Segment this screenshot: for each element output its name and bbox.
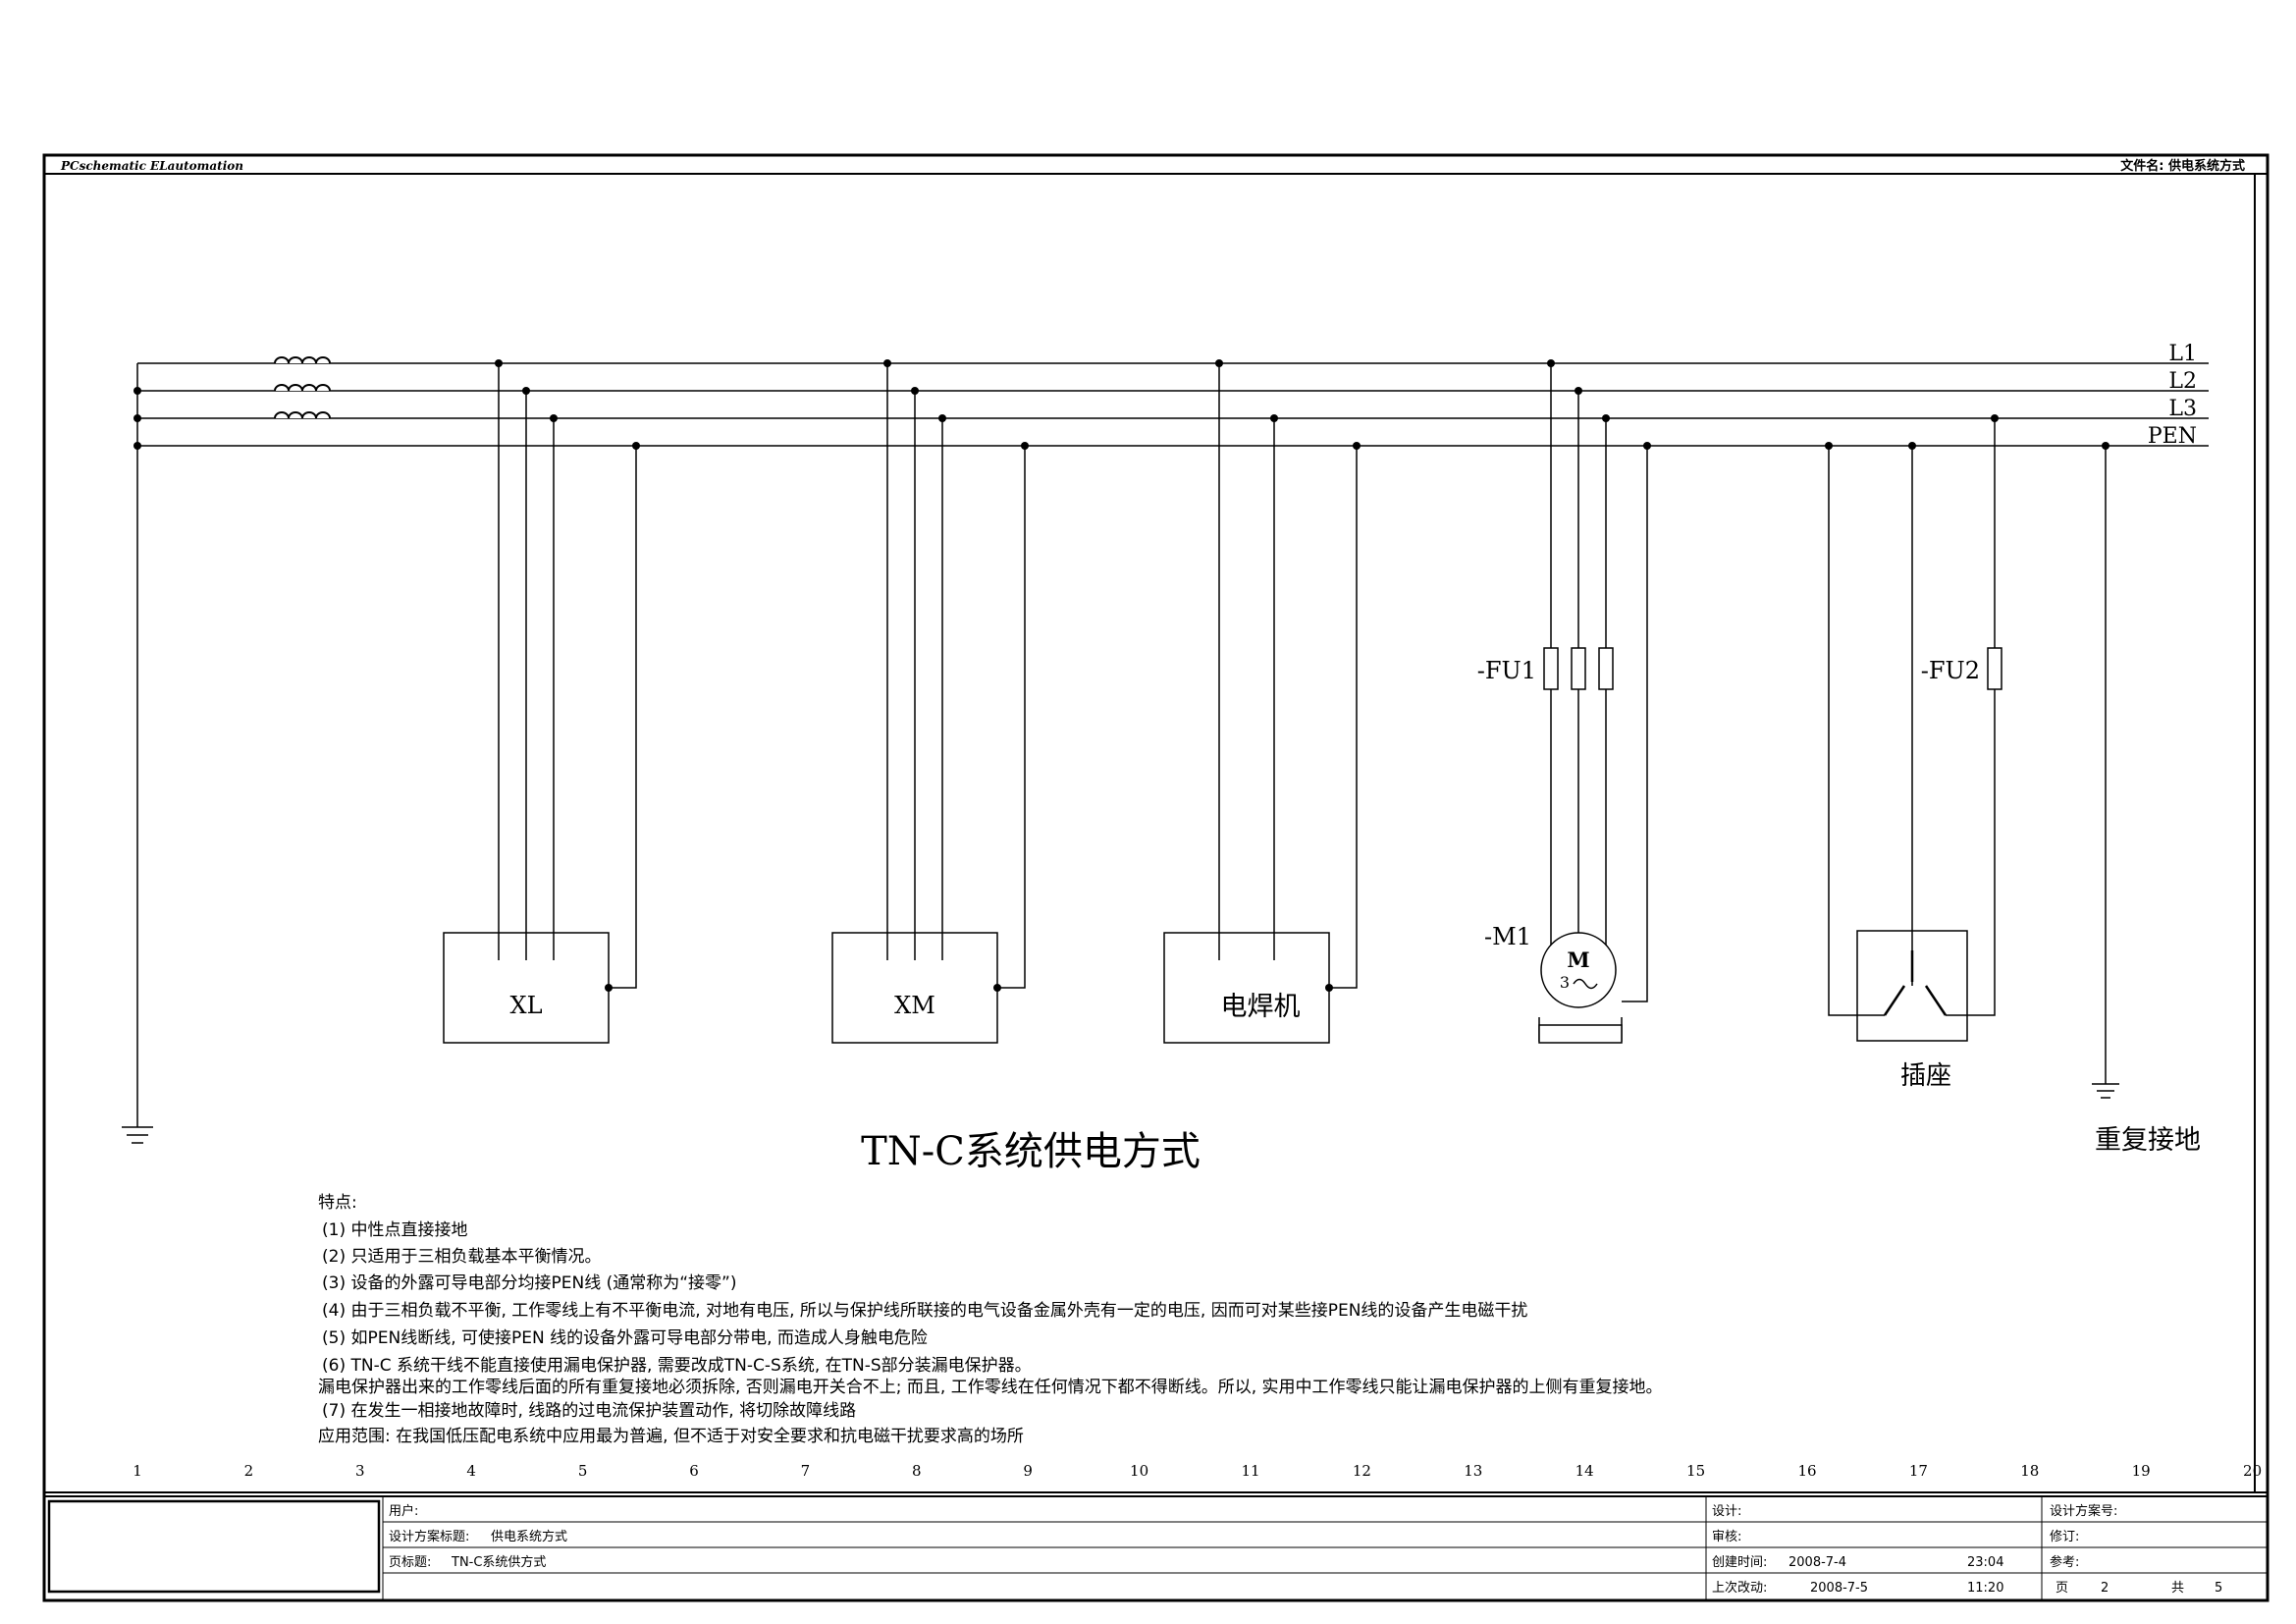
ruler-col-20: 20 [2243, 1462, 2262, 1480]
load-xm[interactable]: XM [831, 932, 998, 1044]
load-xm-label: XM [894, 992, 935, 1019]
tb-project-title-label: 设计方案标题: [389, 1529, 469, 1544]
software-label: PCschematic ELautomation [60, 159, 243, 173]
ruler-col-3: 3 [355, 1462, 365, 1480]
tb-total: 5 [2215, 1581, 2222, 1596]
bus-label-l3: L3 [2168, 397, 2197, 421]
filename-label: 文件名: 供电系统方式 [2120, 158, 2245, 174]
ruler-col-7: 7 [801, 1462, 811, 1480]
ruler-col-5: 5 [578, 1462, 588, 1480]
bus-labels: L1 L2 L3 PEN [2148, 342, 2197, 449]
tb-project-no-label: 设计方案号: [2050, 1503, 2117, 1519]
tb-total-label: 共 [2171, 1581, 2184, 1596]
note-line-4: (4) 由于三相负载不平衡, 工作零线上有不平衡电流, 对地有电压, 所以与保护… [322, 1301, 1527, 1321]
ruler-col-10: 10 [1130, 1462, 1148, 1480]
motor-m1-label: -M1 [1484, 923, 1531, 950]
tb-page-label: 页 [2056, 1581, 2068, 1596]
note-line-7: 漏电保护器出来的工作零线后面的所有重复接地必须拆除, 否则漏电开关合不上; 而且… [318, 1378, 1663, 1397]
motor-phase-count: 3 [1560, 973, 1570, 992]
bus-label-pen: PEN [2148, 424, 2197, 449]
ruler-col-18: 18 [2020, 1462, 2039, 1480]
title-block [43, 1495, 2269, 1601]
tb-reference-label: 参考: [2050, 1554, 2079, 1570]
ground-symbol-repeat [2092, 1083, 2119, 1099]
tb-created-date: 2008-7-4 [1789, 1555, 1846, 1570]
bus-label-l2: L2 [2168, 369, 2197, 394]
ruler-col-12: 12 [1353, 1462, 1371, 1480]
tb-design-label: 设计: [1712, 1504, 1741, 1519]
tb-page-title-label: 页标题: [389, 1555, 431, 1570]
fuse-fu2-label: -FU2 [1921, 657, 1980, 684]
device-wiring [498, 363, 2107, 1084]
tb-created-label: 创建时间: [1712, 1555, 1767, 1570]
load-welder[interactable]: 电焊机 [1163, 932, 1330, 1044]
ruler-col-15: 15 [1686, 1462, 1705, 1480]
bus-label-l1: L1 [2168, 342, 2197, 366]
fuse-fu1-label: -FU1 [1477, 657, 1536, 684]
socket-outlet[interactable]: 插座 [1856, 930, 1968, 1091]
note-line-8: (7) 在发生一相接地故障时, 线路的过电流保护装置动作, 将切除故障线路 [322, 1401, 856, 1421]
ruler-col-17: 17 [1909, 1462, 1928, 1480]
tb-created-time: 23:04 [1967, 1555, 2003, 1570]
note-line-9: 应用范围: 在我国低压配电系统中应用最为普遍, 但不适于对安全要求和抗电磁干扰要… [318, 1427, 1024, 1446]
ground-symbol-source [122, 1110, 153, 1144]
ruler-col-8: 8 [912, 1462, 922, 1480]
motor-m-symbol: M [1567, 947, 1589, 972]
load-xl-label: XL [509, 992, 542, 1019]
ruler-col-19: 19 [2132, 1462, 2151, 1480]
note-line-5: (5) 如PEN线断线, 可使接PEN 线的设备外露可导电部分带电, 而造成人身… [322, 1327, 928, 1348]
tb-review-label: 审核: [1712, 1530, 1741, 1544]
note-line-1: (1) 中性点直接接地 [322, 1220, 467, 1240]
ruler-col-1: 1 [133, 1462, 142, 1480]
reground-label: 重复接地 [2095, 1125, 2201, 1156]
title-block-fields: 用户: 设计方案标题: 供电系统方式 页标题: TN-C系统供方式 设计: 审核… [389, 1503, 2222, 1596]
ruler-col-11: 11 [1241, 1462, 1259, 1480]
note-line-6: (6) TN-C 系统干线不能直接使用漏电保护器, 需要改成TN-C-S系统, … [322, 1355, 1032, 1376]
load-welder-label: 电焊机 [1221, 992, 1301, 1022]
ruler-col-2: 2 [244, 1462, 254, 1480]
ac-wave-icon [1573, 978, 1598, 990]
tb-revision-label: 修订: [2050, 1530, 2079, 1544]
tb-modified-date: 2008-7-5 [1810, 1581, 1868, 1596]
notes-block: 特点: (1) 中性点直接接地 (2) 只适用于三相负载基本平衡情况。 (3) … [318, 1193, 1663, 1446]
ruler-col-16: 16 [1797, 1462, 1816, 1480]
ruler-col-9: 9 [1023, 1462, 1033, 1480]
note-line-3: (3) 设备的外露可导电部分均接PEN线 (通常称为“接零”) [322, 1273, 736, 1293]
tb-page-no: 2 [2101, 1581, 2109, 1596]
fuse-fu1[interactable] [1543, 647, 1614, 690]
tb-project-title: 供电系统方式 [491, 1529, 567, 1544]
ruler-col-6: 6 [689, 1462, 699, 1480]
coil-l2 [274, 384, 331, 392]
fuse-fu2[interactable] [1987, 647, 2002, 690]
coil-l3 [274, 411, 331, 419]
tb-user-label: 用户: [389, 1503, 418, 1519]
load-xl[interactable]: XL [443, 932, 610, 1044]
tb-modified-time: 11:20 [1967, 1581, 2003, 1596]
tb-modified-label: 上次改动: [1712, 1580, 1767, 1596]
coil-l1 [274, 356, 331, 364]
ruler-col-13: 13 [1464, 1462, 1482, 1480]
socket-label: 插座 [1900, 1061, 1951, 1091]
bus-lines [136, 356, 2209, 1110]
motor-m1[interactable]: -M1 M 3 [1484, 923, 1623, 1044]
tb-page-title: TN-C系统供方式 [451, 1554, 546, 1570]
diagram-title: TN-C系统供电方式 [861, 1129, 1201, 1174]
note-line-2: (2) 只适用于三相负载基本平衡情况。 [322, 1247, 601, 1267]
ruler-col-4: 4 [466, 1462, 476, 1480]
notes-heading: 特点: [318, 1193, 357, 1213]
ruler-col-14: 14 [1575, 1462, 1594, 1480]
